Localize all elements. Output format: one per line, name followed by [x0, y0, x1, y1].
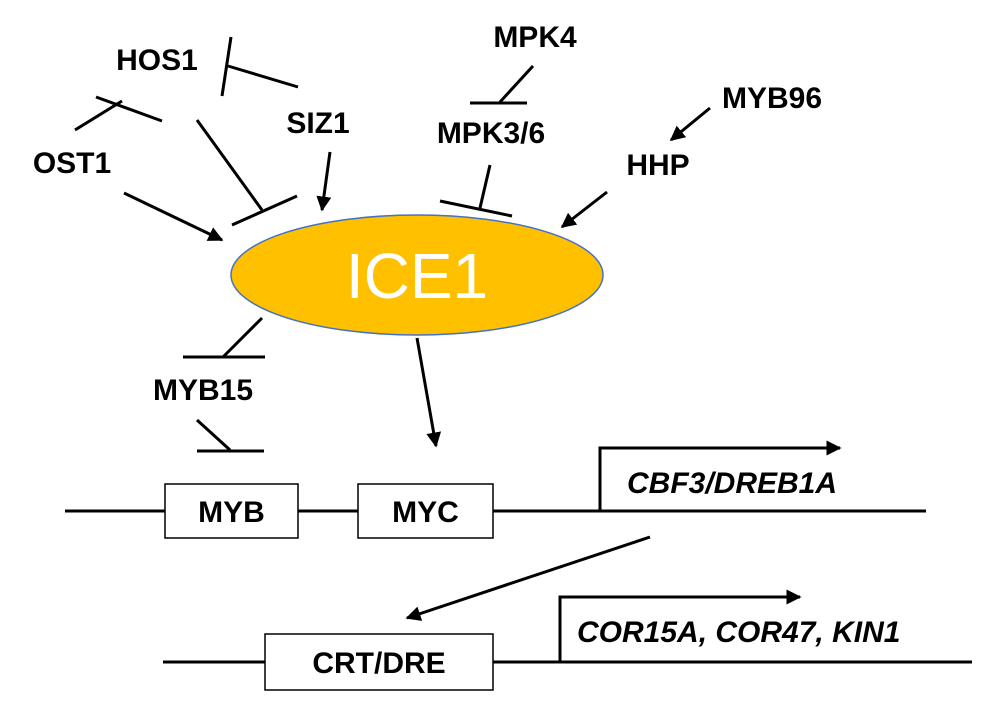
myb-element-box: [164, 483, 299, 539]
ost1-hos1-inhibition-bar: [95, 95, 163, 123]
mpk4-label: MPK4: [493, 21, 577, 54]
mpk3-6-label: MPK3/6: [437, 117, 545, 150]
cor-genes-label: COR15A, COR47, KIN1: [577, 616, 900, 649]
myb-element-label: MYB: [198, 496, 265, 529]
myc-element-label: MYC: [392, 496, 459, 529]
siz1-ice1-activation-arrow: [316, 151, 332, 212]
siz1-hos1-inhibition-line: [227, 64, 299, 89]
cbf3-crt-dre-activation-arrow: [405, 535, 651, 621]
ost1-ice1-activation-arrow: [123, 191, 224, 242]
ice1-node: [231, 215, 603, 335]
crt-dre-element-label: CRT/DRE: [312, 647, 445, 680]
siz1-label: SIZ1: [286, 107, 349, 140]
hos1-label: HOS1: [116, 44, 198, 77]
myc-element-box: [357, 483, 494, 539]
myb96-label: MYB96: [722, 82, 822, 115]
ice1-myb15-inhibition-line: [221, 316, 264, 359]
ice1-myc-activation-arrow: [415, 337, 442, 448]
myb15-label: MYB15: [153, 374, 253, 407]
cbf3-transcription-start-arrow: [598, 440, 842, 511]
ice1-label: ICE1: [346, 240, 488, 312]
hos1-ice1-inhibition-line: [195, 119, 264, 211]
cbf3-gene-label: CBF3/DREB1A: [627, 467, 837, 500]
cor-transcription-start-arrow: [558, 589, 802, 662]
hhp-label: HHP: [626, 149, 689, 182]
hos1-ice1-inhibition-bar: [231, 194, 298, 227]
myb15-myb-inhibition-line: [195, 418, 232, 452]
mpk3-6-ice1-inhibition-line: [478, 164, 492, 209]
ost1-hos1-inhibition-line: [74, 99, 123, 132]
ost1-label: OST1: [33, 147, 111, 180]
hhp-ice1-activation-arrow: [560, 190, 608, 229]
myb96-hhp-activation-arrow: [669, 106, 711, 142]
mpk4-mpk3-6-inhibition-line: [498, 64, 535, 104]
crt-dre-element-box: [264, 633, 494, 691]
ice1-node-border: [230, 214, 604, 336]
siz1-hos1-inhibition-bar: [220, 36, 233, 97]
mpk3-6-ice1-inhibition-bar: [439, 199, 513, 218]
